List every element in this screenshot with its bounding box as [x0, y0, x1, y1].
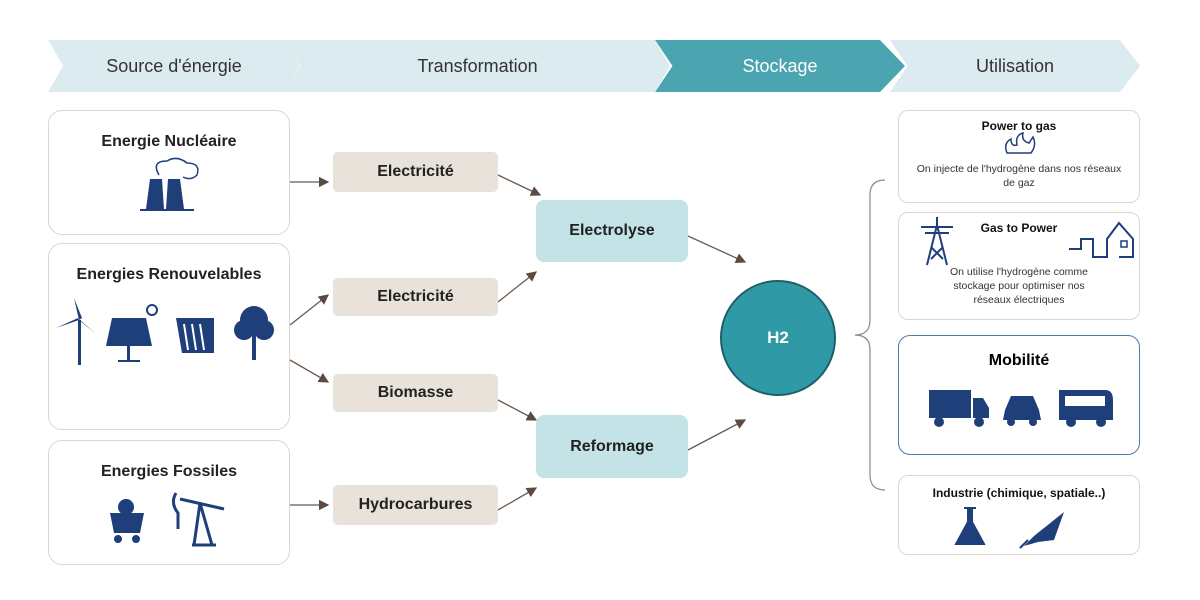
use-description: On injecte de l'hydrogène dans nos résea…: [916, 163, 1122, 189]
stage-label: Stockage: [742, 55, 818, 76]
stage-transformation: Transformation: [285, 40, 670, 92]
car-icon: [1003, 396, 1041, 426]
nuclear-plant-icon: [140, 157, 199, 211]
bus-icon: [1059, 390, 1113, 427]
use-mobility: Mobilité: [898, 335, 1140, 455]
rocket-icon: [1024, 512, 1064, 546]
use-industry: Industrie (chimique, spatiale..): [898, 475, 1140, 555]
industry-icons: [954, 507, 1064, 549]
gas-flame-icon: [1004, 131, 1036, 154]
fossil-icons: [110, 492, 225, 547]
electricity-box-2: Electricité: [333, 278, 498, 316]
source-fossil: Energies Fossiles: [48, 440, 290, 565]
use-power-to-gas: Power to gas On injecte de l'hydrogène d…: [898, 110, 1140, 203]
coal-cart-icon: [110, 499, 144, 543]
source-title: Energies Renouvelables: [76, 266, 262, 283]
power-pylon-icon: [921, 217, 953, 266]
renewable-icons: [56, 298, 274, 365]
stage-label: Utilisation: [975, 55, 1055, 76]
oil-pump-icon: [171, 492, 225, 547]
electricity-box-1: Electricité: [333, 152, 498, 192]
source-title: Energie Nucléaire: [101, 133, 237, 150]
use-title: Industrie (chimique, spatiale..): [932, 486, 1106, 500]
solar-panel-icon: [106, 304, 158, 362]
use-title: Power to gas: [981, 119, 1057, 133]
vehicle-icons: [929, 390, 1113, 427]
stage-use: Utilisation: [890, 40, 1140, 92]
electrolysis-box: Electrolyse: [536, 200, 688, 262]
source-renewable: Energies Renouvelables: [48, 243, 290, 430]
use-description: On utilise l'hydrogène comme stockage po…: [950, 266, 1088, 306]
use-gas-to-power: Gas to Power On utilise l'hydrogène comm…: [898, 212, 1140, 320]
wind-turbine-icon: [56, 298, 96, 365]
tree-icon: [234, 306, 274, 360]
h2-circle: H2: [720, 280, 836, 396]
stage-source: Source d'énergie: [48, 40, 300, 92]
source-nuclear: Energie Nucléaire: [48, 110, 290, 235]
use-title: Mobilité: [988, 352, 1050, 369]
flask-icon: [954, 507, 986, 545]
house-plug-icon: [1069, 221, 1134, 258]
hydrocarbons-box: Hydrocarbures: [333, 485, 498, 525]
truck-icon: [929, 390, 989, 427]
stage-storage: Stockage: [655, 40, 905, 92]
reforming-box: Reformage: [536, 415, 688, 478]
source-title: Energies Fossiles: [100, 463, 238, 480]
stage-label: Source d'énergie: [106, 55, 242, 76]
biomass-box: Biomasse: [333, 374, 498, 412]
stage-label: Transformation: [417, 55, 538, 76]
h2-label: H2: [767, 328, 789, 347]
dam-icon: [176, 318, 214, 353]
use-title: Gas to Power: [980, 221, 1058, 235]
